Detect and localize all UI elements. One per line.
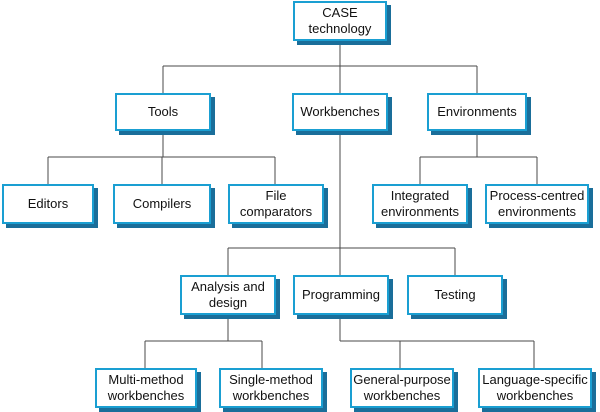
node-file-comparators-label: File comparators: [239, 188, 313, 219]
node-workbenches-label: Workbenches: [300, 104, 380, 119]
node-analysis-and-design-label: Analysis and design: [191, 279, 265, 310]
node-case-technology-label: CASE technology: [308, 5, 372, 36]
node-testing: Testing: [407, 275, 503, 315]
node-process-centred-environments: Process-centred environments: [485, 184, 589, 224]
node-compilers: Compilers: [113, 184, 211, 224]
node-case-technology: CASE technology: [293, 1, 387, 41]
node-environments-label: Environments: [437, 104, 517, 119]
node-compilers-label: Compilers: [132, 196, 192, 211]
node-programming: Programming: [293, 275, 389, 315]
node-general-purpose-workbenches: General-purpose workbenches: [350, 368, 454, 408]
node-multi-method-workbenches-label: Multi-method workbenches: [107, 372, 185, 403]
node-analysis-and-design: Analysis and design: [180, 275, 276, 315]
node-language-specific-workbenches-label: Language-specific workbenches: [482, 372, 588, 403]
node-multi-method-workbenches: Multi-method workbenches: [95, 368, 197, 408]
node-programming-label: Programming: [301, 287, 381, 302]
node-environments: Environments: [427, 93, 527, 131]
node-editors-label: Editors: [27, 196, 69, 211]
node-tools: Tools: [115, 93, 211, 131]
node-integrated-environments: Integrated environments: [372, 184, 468, 224]
node-integrated-environments-label: Integrated environments: [380, 188, 460, 219]
node-single-method-workbenches-label: Single-method workbenches: [229, 372, 313, 403]
node-tools-label: Tools: [147, 104, 179, 119]
node-single-method-workbenches: Single-method workbenches: [219, 368, 323, 408]
node-editors: Editors: [2, 184, 94, 224]
node-file-comparators: File comparators: [228, 184, 324, 224]
node-workbenches: Workbenches: [292, 93, 388, 131]
node-process-centred-environments-label: Process-centred environments: [489, 188, 585, 219]
node-testing-label: Testing: [434, 287, 476, 302]
node-general-purpose-workbenches-label: General-purpose workbenches: [353, 372, 451, 403]
node-language-specific-workbenches: Language-specific workbenches: [478, 368, 592, 408]
